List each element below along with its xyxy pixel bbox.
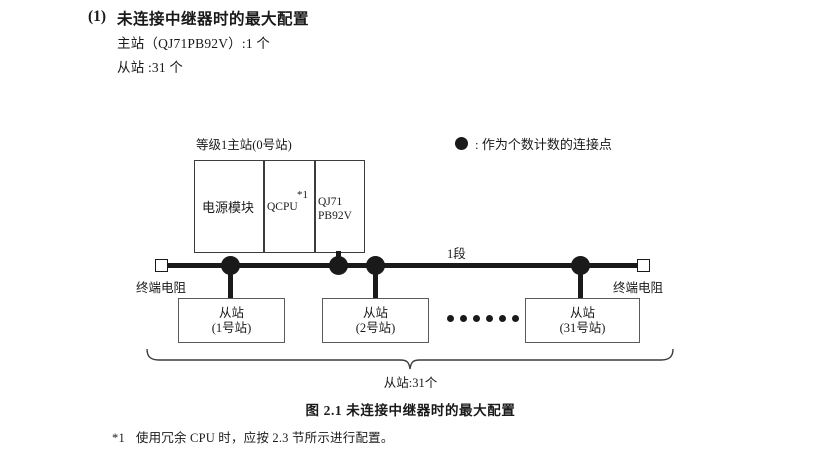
connection-node-1 bbox=[221, 256, 240, 275]
figure-caption: 图 2.1 未连接中继器时的最大配置 bbox=[305, 403, 516, 418]
network-module-label-line1: QJ71 bbox=[318, 196, 343, 208]
slave-group-brace bbox=[145, 348, 675, 375]
ellipsis-dot bbox=[486, 315, 493, 322]
ellipsis-dot bbox=[460, 315, 467, 322]
drop-line-slave-2 bbox=[373, 266, 378, 298]
slave-title: 从站 bbox=[362, 305, 388, 320]
slave-station-box-2: 从站 (2号站) bbox=[322, 298, 429, 343]
filled-circle-icon bbox=[455, 137, 468, 150]
qcpu-footnote-marker: *1 bbox=[297, 189, 308, 201]
segment-label: 1段 bbox=[447, 247, 466, 261]
ellipsis-dots bbox=[447, 315, 519, 322]
master-unit-box bbox=[194, 160, 365, 253]
legend: : 作为个数计数的连接点 bbox=[455, 134, 612, 153]
spec-master-count: 主站（QJ71PB92V）:1 个 bbox=[117, 36, 271, 51]
drop-line-slave-1 bbox=[228, 266, 233, 298]
drop-line-slave-31 bbox=[578, 266, 583, 298]
footnote-text: 使用冗余 CPU 时，应按 2.3 节所示进行配置。 bbox=[135, 431, 394, 445]
terminating-resistor-left-icon bbox=[155, 259, 168, 272]
power-module-label: 电源模块 bbox=[201, 200, 254, 215]
master-station-label: 等级1主站(0号站) bbox=[196, 138, 292, 152]
network-module-label-line2: PB92V bbox=[318, 210, 352, 222]
ellipsis-dot bbox=[499, 315, 506, 322]
ellipsis-dot bbox=[447, 315, 454, 322]
power-module-cell: 电源模块 bbox=[194, 160, 262, 253]
divider bbox=[314, 161, 316, 252]
network-module-cell: QJ71 PB92V bbox=[315, 160, 365, 253]
spec-slave-count: 从站 :31 个 bbox=[117, 60, 184, 75]
qcpu-label: QCPU bbox=[267, 201, 298, 213]
slave-station-number: (1号站) bbox=[211, 320, 252, 335]
divider bbox=[263, 161, 265, 252]
ellipsis-dot bbox=[512, 315, 519, 322]
slave-station-box-1: 从站 (1号站) bbox=[178, 298, 285, 343]
connection-node-master bbox=[329, 256, 348, 275]
slave-station-number: (31号站) bbox=[559, 320, 606, 335]
section-number: (1) bbox=[88, 8, 107, 25]
legend-label: : 作为个数计数的连接点 bbox=[475, 137, 612, 152]
slave-station-box-31: 从站 (31号站) bbox=[525, 298, 640, 343]
terminating-resistor-right-icon bbox=[637, 259, 650, 272]
slave-title: 从站 bbox=[569, 305, 595, 320]
qcpu-cell: QCPU *1 bbox=[264, 160, 313, 253]
brace-icon bbox=[146, 348, 674, 370]
ellipsis-dot bbox=[473, 315, 480, 322]
footnote: *1 使用冗余 CPU 时，应按 2.3 节所示进行配置。 bbox=[112, 427, 394, 446]
page-title: 未连接中继器时的最大配置 bbox=[117, 11, 310, 28]
slave-station-number: (2号站) bbox=[355, 320, 396, 335]
terminating-resistor-left-label: 终端电阻 bbox=[136, 281, 187, 295]
slave-total-label: 从站:31个 bbox=[383, 376, 438, 390]
terminating-resistor-right-label: 终端电阻 bbox=[613, 281, 664, 295]
footnote-marker: *1 bbox=[112, 431, 125, 445]
connection-node-2 bbox=[366, 256, 385, 275]
slave-title: 从站 bbox=[218, 305, 244, 320]
connection-node-31 bbox=[571, 256, 590, 275]
bus-trunk-line bbox=[155, 263, 645, 268]
